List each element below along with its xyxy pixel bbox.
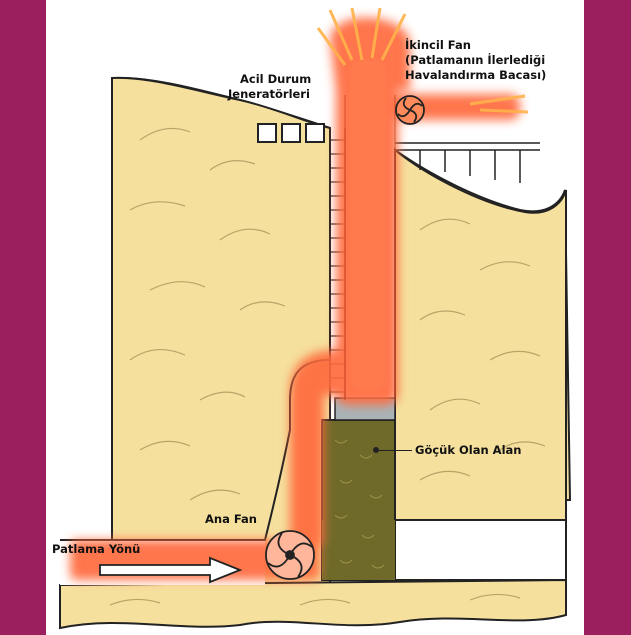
right-border-bar [584,0,631,635]
emergency-generators-label-2: Jeneratörleri [228,87,310,101]
blast-direction-label: Patlama Yönü [52,542,140,556]
secondary-fan-icon [396,96,424,124]
collapse-area-pointer [376,450,412,451]
emergency-generators [258,124,324,142]
left-border-bar [0,0,46,635]
collapse-area-lower [322,520,395,580]
right-tunnel [395,520,566,580]
emergency-generators-label-1: Acil Durum [240,72,311,86]
secondary-fan-label: İkincil Fan [405,38,471,52]
secondary-fan-note-1: (Patlamanın İlerlediği [405,53,545,67]
blast-core [350,60,386,390]
main-fan-icon [266,531,314,579]
collapse-area-pointer-dot [373,447,379,453]
secondary-fan-note-2: Havalandırma Bacası) [405,68,546,82]
main-fan-label: Ana Fan [205,512,257,526]
collapse-area-label: Göçük Olan Alan [415,443,521,457]
